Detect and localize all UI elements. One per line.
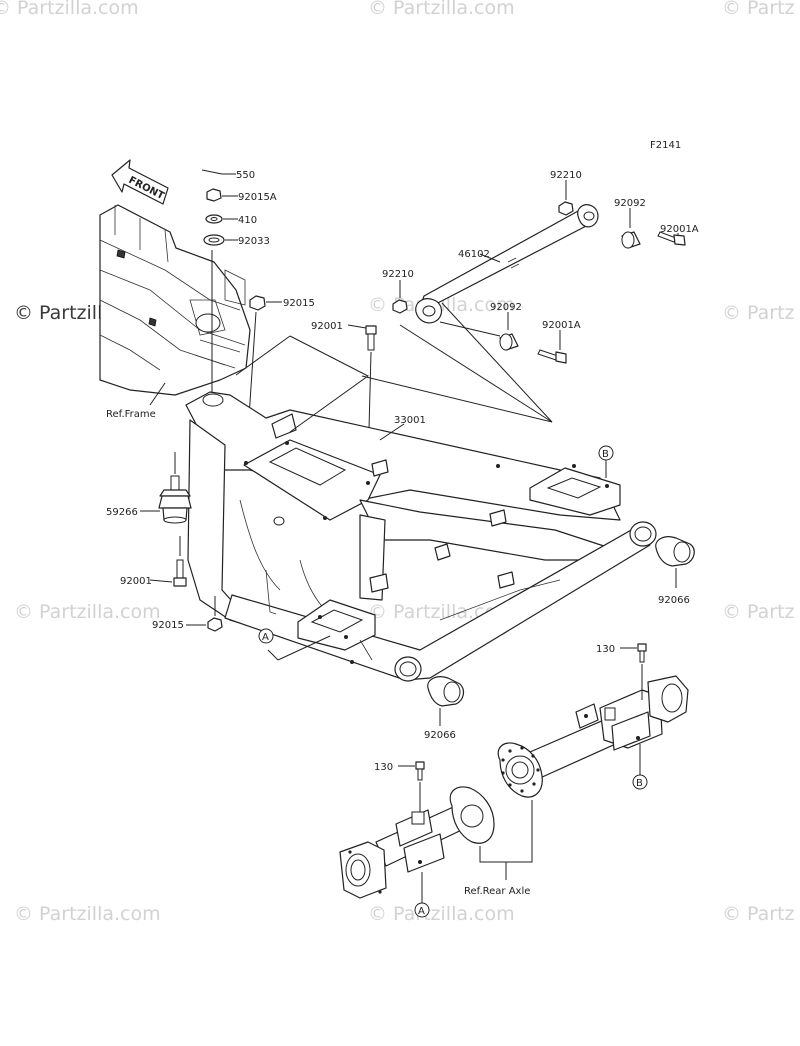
ref-a-top: A (258, 628, 274, 644)
swing-arm-33001: 33001 (185, 391, 657, 682)
watermark: © Partzilla.com (0, 0, 139, 19)
axle-housing-left (339, 786, 495, 899)
svg-text:410: 410 (238, 215, 257, 226)
washer-410: 410 (205, 214, 257, 226)
svg-text:92015A: 92015A (238, 192, 277, 203)
damper-59266: 59266 (106, 452, 192, 524)
watermark: © Partzilla.com (14, 601, 161, 623)
bolt-92001A-upper: 92001A (657, 224, 699, 246)
svg-text:92092: 92092 (614, 198, 646, 209)
watermark: © Partz (722, 0, 795, 19)
axle-housing-right (497, 675, 689, 798)
watermark: © Partz (722, 903, 795, 925)
svg-text:92033: 92033 (238, 236, 270, 247)
watermark: © Partzilla.com (14, 903, 161, 925)
pin-550: 550 (201, 169, 255, 181)
svg-text:92015: 92015 (283, 298, 315, 309)
nut-92210-upper: 92210 (550, 170, 582, 216)
svg-text:130: 130 (374, 762, 393, 773)
svg-text:550: 550 (236, 170, 255, 181)
nut-92015A: 92015A (206, 188, 277, 203)
watermark: © Partz (722, 302, 795, 324)
bushing-92092-lower: 92092 (490, 302, 522, 351)
ref-rear-axle-label: Ref.Rear Axle (464, 886, 530, 897)
nut-92015-bottom: 92015 (152, 596, 223, 632)
bushing-92092-upper: 92092 (614, 198, 646, 249)
ref-frame-drawing: Ref.Frame (99, 204, 251, 420)
svg-text:92001: 92001 (120, 576, 152, 587)
svg-text:92066: 92066 (424, 730, 456, 741)
leader-line (399, 324, 553, 423)
leader-line (439, 321, 501, 337)
svg-text:92001A: 92001A (660, 224, 699, 235)
bolt-92001-left: 92001 (120, 536, 187, 587)
ref-rear-axle: Ref.Rear Axle (464, 800, 533, 897)
watermark: © Partzilla.com (368, 0, 515, 19)
svg-text:33001: 33001 (394, 415, 426, 426)
svg-text:B: B (636, 778, 643, 789)
watermark: © Partzilla.com (368, 903, 515, 925)
watermark: © Partz (722, 601, 795, 623)
svg-text:92015: 92015 (152, 620, 184, 631)
ref-frame-label: Ref.Frame (106, 409, 156, 420)
svg-text:130: 130 (596, 644, 615, 655)
figure-code: F2141 (650, 140, 681, 151)
svg-text:A: A (418, 906, 425, 917)
svg-text:92001A: 92001A (542, 320, 581, 331)
bolt-92001A-lower: 92001A (537, 320, 581, 364)
svg-text:92210: 92210 (382, 269, 414, 280)
assembly-leaders (235, 302, 553, 661)
svg-text:B: B (602, 449, 609, 460)
svg-text:92210: 92210 (550, 170, 582, 181)
nut-92210-lower: 92210 (382, 269, 414, 314)
bolt-130-left: 130 (374, 761, 425, 812)
torque-link-46102: 46102 (415, 204, 599, 324)
front-arrow-icon: FRONT (111, 159, 169, 205)
svg-text:92092: 92092 (490, 302, 522, 313)
cap-92066-bottom: 92066 (424, 676, 465, 741)
cap-92066-right: 92066 (655, 536, 695, 606)
svg-text:59266: 59266 (106, 507, 138, 518)
svg-text:92066: 92066 (658, 595, 690, 606)
svg-text:46102: 46102 (458, 249, 490, 260)
ref-b-top: B (598, 445, 614, 478)
svg-text:92001: 92001 (311, 321, 343, 332)
ref-a-bottom: A (414, 872, 430, 918)
watermark-layer: © Partzilla.com © Partzilla.com © Partz … (0, 0, 795, 925)
collar-92033: 92033 (203, 234, 270, 247)
ref-b-bottom: B (632, 744, 648, 790)
bolt-130-right: 130 (596, 643, 647, 700)
svg-text:A: A (262, 632, 269, 643)
